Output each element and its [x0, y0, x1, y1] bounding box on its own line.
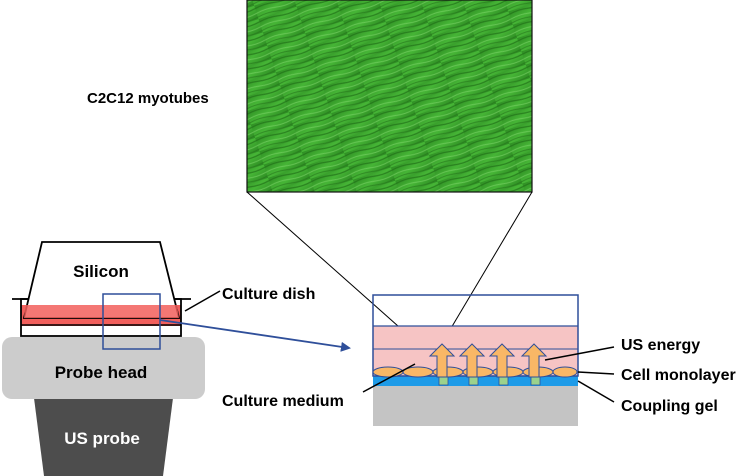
cell-monolayer-leader: [577, 371, 615, 375]
transducer-element: [498, 376, 509, 386]
zoom-arrow: [159, 319, 351, 352]
zoom-region-box: [102, 293, 161, 350]
cell-monolayer-label: Cell monolayer: [621, 367, 736, 384]
transducer-element: [530, 376, 541, 386]
us-probe: [34, 398, 173, 476]
micrograph-image: [246, 0, 533, 193]
us-energy-leader: [544, 346, 615, 361]
cell: [372, 366, 404, 378]
us-probe-label: US probe: [64, 429, 140, 448]
culture-dish-label: Culture dish: [222, 286, 315, 303]
cell: [552, 366, 578, 378]
probe-head-label: Probe head: [55, 363, 148, 382]
us-energy-arrow: [488, 343, 516, 378]
us-energy-arrows: [428, 343, 548, 378]
detail-base: [373, 386, 578, 426]
zoom-line-left: [246, 191, 426, 351]
probe-head: [2, 337, 205, 399]
detail-view: Culture medium US energy Cell monolayer …: [222, 294, 736, 426]
culture-medium-label: Culture medium: [222, 393, 344, 410]
micrograph: [246, 0, 533, 193]
transducer-element: [468, 376, 479, 386]
micrograph-label: C2C12 myotubes: [87, 90, 209, 107]
culture-dish-leader: [184, 290, 221, 312]
transducer-element: [438, 376, 449, 386]
culture-medium-leader: [362, 363, 416, 393]
us-energy-arrow: [458, 343, 486, 378]
us-energy-label: US energy: [621, 337, 700, 354]
coupling-gel-leader: [577, 380, 615, 403]
us-energy-arrow: [520, 343, 548, 378]
zoom-line-right: [437, 191, 533, 351]
us-energy-arrow: [428, 343, 456, 378]
silicon-overlay-red: [24, 305, 179, 318]
left-setup: US probe Probe head Silicon Culture dish: [2, 241, 315, 476]
coupling-gel-label: Coupling gel: [621, 398, 718, 415]
silicon-label: Silicon: [73, 262, 129, 281]
